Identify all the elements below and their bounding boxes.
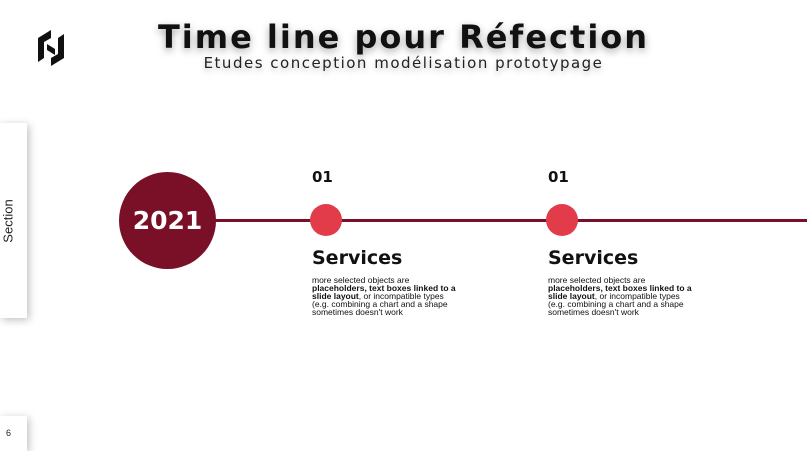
milestone-number: 01 [548, 168, 569, 186]
section-label: Section [0, 199, 16, 243]
page-number-tab [0, 416, 27, 451]
milestone-dot [546, 204, 578, 236]
milestone-number: 01 [312, 168, 333, 186]
milestone-2: 01 Services more selected objects are pl… [546, 168, 728, 316]
timeline-line [200, 219, 807, 222]
milestone-dot [310, 204, 342, 236]
milestone-title: Services [312, 247, 403, 269]
page-title: Time line pour Réfection [157, 18, 650, 56]
milestone-1: 01 Services more selected objects are pl… [310, 168, 492, 316]
page-subtitle: Etudes conception modélisation prototypa… [203, 54, 604, 72]
page-number: 6 [5, 428, 11, 438]
section-tab[interactable] [0, 123, 27, 318]
brand-logo-icon [38, 30, 64, 66]
milestone-title: Services [548, 247, 639, 269]
milestone-description: more selected objects are placeholders, … [312, 275, 456, 317]
year-label: 2021 [132, 206, 203, 235]
year-badge: 2021 [119, 172, 216, 269]
milestone-description: more selected objects are placeholders, … [548, 275, 692, 317]
